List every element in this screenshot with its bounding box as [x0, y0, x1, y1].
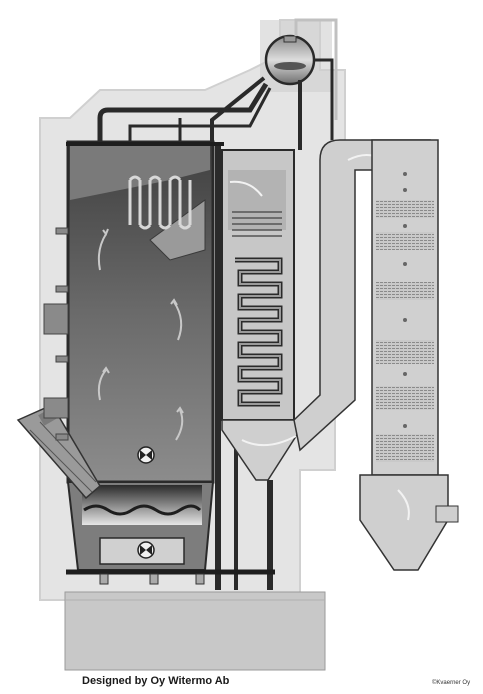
foundation-block: [64, 591, 326, 671]
economizer-column: [371, 139, 439, 476]
designer-credit: Designed by Oy Witermo Ab: [82, 675, 230, 687]
flue-gas-arrows-furnace: [97, 228, 184, 441]
flue-outlet: [435, 505, 459, 523]
ash-hopper-2: [359, 474, 449, 571]
copyright-notice: ©Kvaerner Oy: [432, 679, 470, 686]
superheater-panel: [128, 175, 192, 230]
riser-pipes: [97, 18, 338, 150]
burner-bowtie-icon: [137, 446, 155, 464]
side-nozzles: [43, 227, 69, 441]
burner-bowtie-icon: [137, 541, 155, 559]
convection-pass: [221, 149, 295, 421]
